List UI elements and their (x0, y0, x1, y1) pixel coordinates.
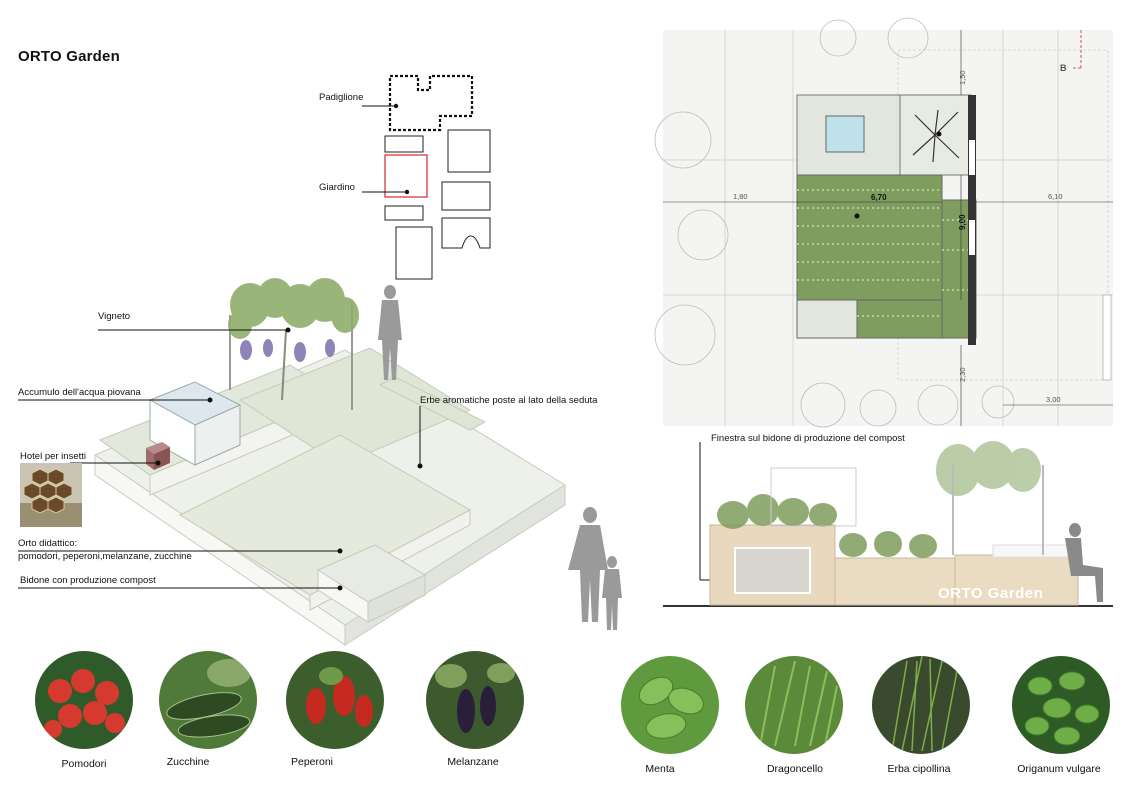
eggplant-photo (426, 651, 524, 749)
didactic-garden-label: Orto didattico: (18, 538, 78, 549)
herbs-label: Erbe aromatiche poste al lato della sedu… (420, 395, 598, 406)
section-mark: B (1060, 63, 1067, 73)
oregano-photo (1012, 656, 1110, 754)
compost-window-label: Finestra sul bidone di produzione del co… (711, 433, 905, 444)
label-erba-cipollina: Erba cipollina (887, 763, 951, 775)
dim-left: 1,80 (733, 192, 748, 201)
label-melanzane: Melanzane (447, 756, 499, 768)
pepper-photo (286, 651, 384, 749)
zucchini-photo (159, 651, 257, 749)
key-plan-diagram (362, 74, 491, 280)
rainwater-label: Accumulo dell'acqua piovana (18, 387, 141, 398)
mint-photo (621, 656, 719, 754)
page-title: ORTO Garden (18, 48, 120, 65)
label-origanum: Origanum vulgare (1017, 763, 1101, 775)
dim-top: 1,50 (958, 70, 967, 85)
garden-label: Giardino (319, 182, 355, 193)
label-pomodori: Pomodori (61, 758, 107, 770)
dim-bottom: 2,30 (958, 367, 967, 382)
label-dragoncello: Dragoncello (766, 763, 824, 775)
vineyard-label: Vigneto (98, 311, 131, 322)
site-plan-drawing: 6,70 9,00 1,80 6,10 1,50 2,30 3,00 B (654, 17, 1113, 428)
chives-photo (872, 656, 970, 754)
tarragon-photo (745, 656, 843, 754)
label-zucchine: Zucchine (166, 756, 210, 768)
pavilion-label: Padiglione (319, 92, 364, 103)
insect-hotel-photo (20, 463, 82, 527)
dim-depth: 9,00 (958, 214, 967, 230)
orto-garden-sign: ORTO Garden (938, 585, 1043, 602)
label-peperoni: Peperoni (290, 756, 334, 768)
label-menta: Menta (645, 763, 675, 775)
dim-bottom-right: 3,00 (1046, 395, 1061, 404)
section-drawing: ORTO Garden (663, 441, 1113, 607)
tomato-photo (35, 651, 133, 749)
compost-bin-label: Bidone con produzione compost (20, 575, 156, 586)
insect-hotel-label: Hotel per insetti (20, 451, 87, 462)
dim-right: 6,10 (1048, 192, 1063, 201)
dim-width: 6,70 (871, 193, 887, 202)
didactic-garden-crops: pomodori, peperoni,melanzane, zucchine (18, 551, 192, 562)
axonometric-drawing (18, 278, 622, 646)
